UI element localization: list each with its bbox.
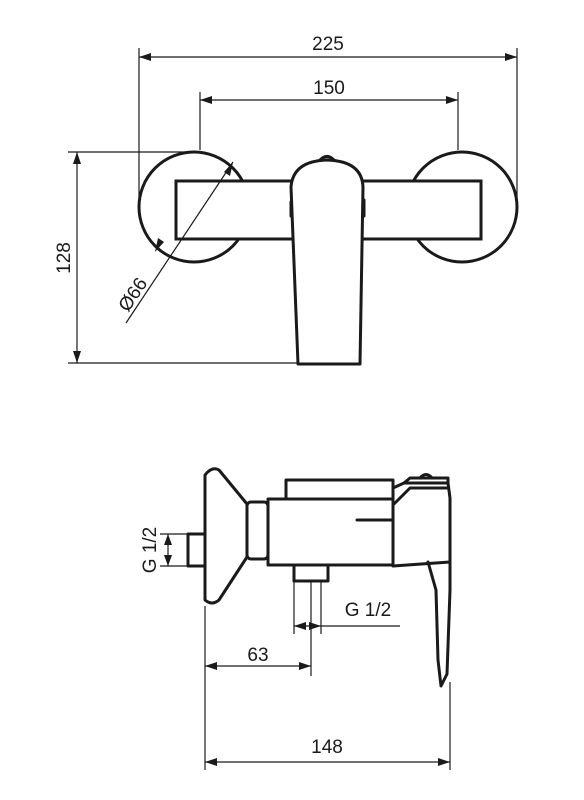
arrow-outlet-right (309, 622, 321, 630)
outlet-nozzle (292, 563, 330, 583)
arrow-inlet-top (164, 534, 172, 545)
outlet-thread-label: G 1/2 (345, 600, 391, 621)
lever-handle (289, 158, 365, 366)
arrow-63-left (205, 662, 217, 670)
dim-63-label: 63 (247, 645, 268, 666)
arrow-128-bottom (73, 351, 81, 363)
dim-148-label: 148 (311, 737, 343, 758)
inlet-nipple (186, 532, 207, 568)
connection-nut (245, 500, 270, 561)
arrow-148-right (438, 758, 450, 766)
side-lever-top (402, 476, 450, 485)
arrow-128-top (73, 152, 81, 164)
dim-line-diameter (125, 161, 234, 324)
side-body (266, 497, 395, 567)
arrow-148-left (205, 758, 217, 766)
arrow-inlet-bottom (164, 555, 172, 566)
diameter-label: Ø66 (115, 274, 152, 316)
arrow-diameter-bottom (155, 238, 164, 252)
dim-225-label: 225 (312, 34, 344, 55)
inlet-thread-label: G 1/2 (140, 527, 161, 573)
arrow-63-right (299, 662, 311, 670)
arrow-150-right (446, 96, 458, 104)
front-view: 225 150 128 Ø66 (54, 34, 519, 366)
dim-150-label: 150 (313, 78, 345, 99)
side-body-cap (284, 478, 395, 501)
side-flange (203, 467, 249, 605)
side-lever-inner (391, 486, 450, 507)
side-view: G 1/2 G 1/2 63 148 (140, 467, 452, 770)
arrow-150-left (200, 96, 212, 104)
arrow-diameter-top (224, 162, 233, 176)
arrow-225-right (505, 53, 517, 61)
dim-128-label: 128 (54, 242, 75, 274)
side-lever-grip (426, 560, 452, 688)
side-knob (418, 473, 434, 480)
arrow-225-left (139, 53, 151, 61)
arrow-outlet-left (294, 622, 306, 630)
lever-knob (318, 155, 336, 162)
